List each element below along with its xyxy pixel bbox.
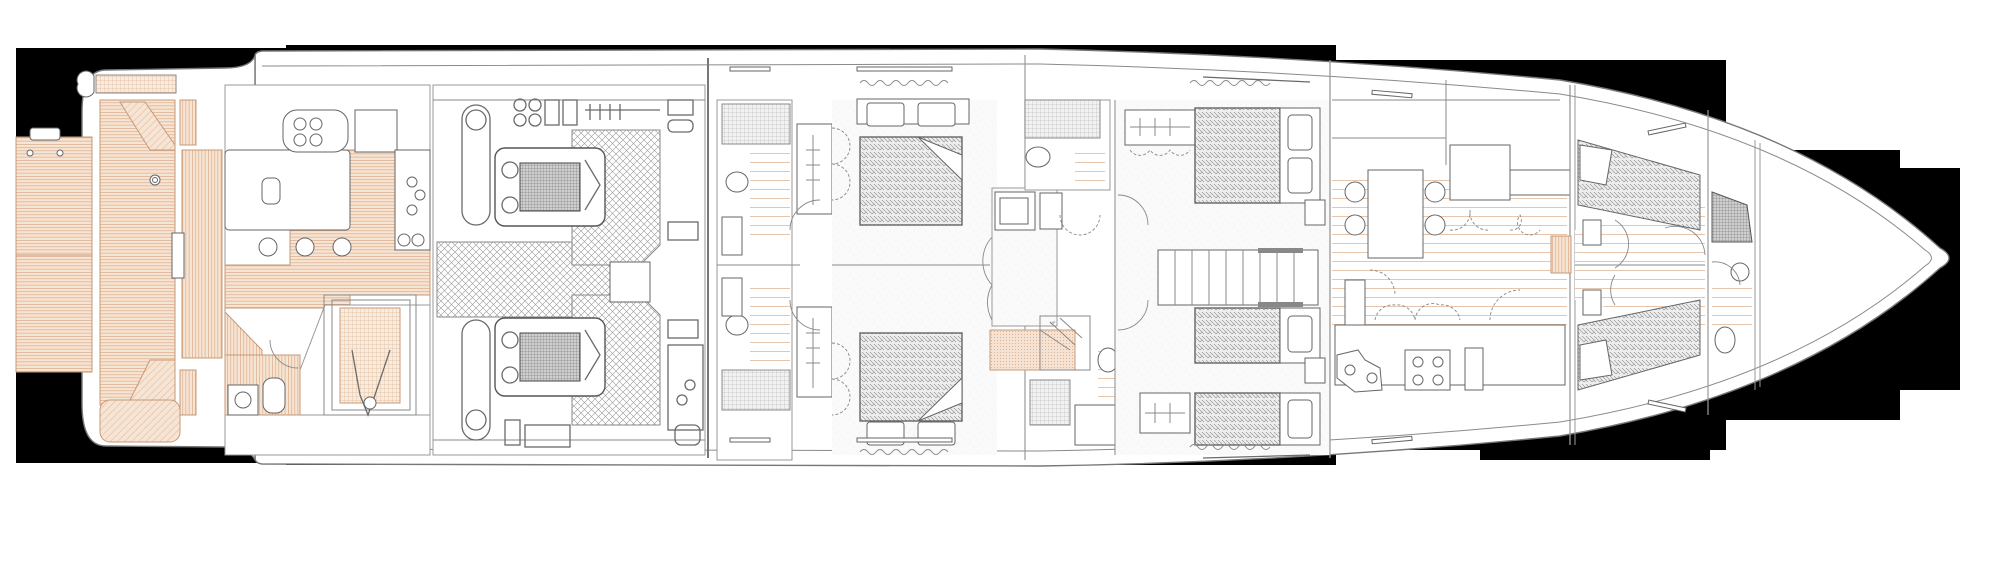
engine-starboard	[494, 317, 606, 397]
crew-mess	[1329, 60, 1571, 458]
guest-cabins-aft	[716, 66, 997, 461]
lobby: UP	[982, 55, 1128, 460]
forward-cabin	[1550, 85, 1761, 445]
engine-room	[432, 84, 706, 456]
stair-up-label: UP	[1050, 320, 1056, 325]
aft-cockpit	[76, 70, 223, 443]
galley-bar	[224, 84, 431, 456]
engine-port	[494, 147, 606, 227]
twin-cabins	[1114, 76, 1330, 459]
